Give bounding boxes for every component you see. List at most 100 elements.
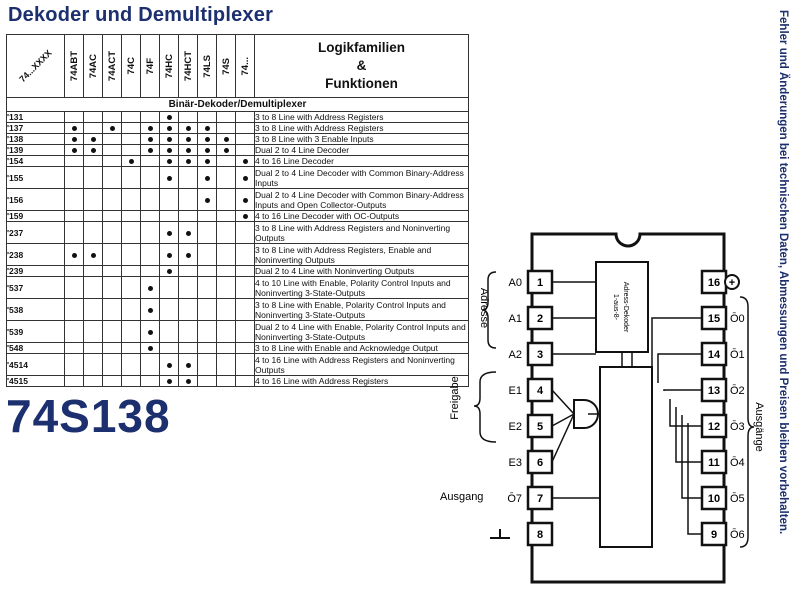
availability-dot <box>147 137 153 142</box>
type-code: '4514 <box>6 353 65 376</box>
availability-cell <box>216 166 236 189</box>
availability-cell <box>102 133 122 145</box>
availability-dot <box>147 285 153 291</box>
availability-cell <box>235 188 255 211</box>
availability-dot <box>166 252 172 258</box>
decoder-block <box>595 261 649 353</box>
family-label: 74ACT <box>106 50 118 82</box>
family-header: 74HCT <box>178 34 198 98</box>
pin-number: 8 <box>537 529 543 541</box>
pin-label: E3 <box>509 457 522 469</box>
availability-cell <box>140 298 160 321</box>
availability-cell <box>121 188 141 211</box>
type-code: '131 <box>6 111 65 123</box>
availability-cell <box>140 243 160 266</box>
availability-dot <box>185 362 191 368</box>
pin-label: A1 <box>509 313 522 325</box>
availability-cell <box>102 320 122 343</box>
pin-number: 1 <box>537 277 543 289</box>
availability-cell <box>216 298 236 321</box>
availability-cell <box>64 353 84 376</box>
availability-cell <box>159 353 179 376</box>
availability-cell <box>64 122 84 134</box>
availability-dot <box>71 126 77 131</box>
availability-cell <box>235 111 255 123</box>
availability-cell <box>197 320 217 343</box>
pin-box <box>526 521 554 547</box>
availability-dot <box>147 126 153 131</box>
availability-dot <box>204 148 210 153</box>
availability-dot <box>166 269 172 274</box>
availability-cell <box>235 155 255 167</box>
availability-cell <box>197 342 217 354</box>
availability-cell <box>83 353 103 376</box>
pin-number: 10 <box>708 493 720 505</box>
availability-dot <box>185 126 191 131</box>
availability-cell <box>102 342 122 354</box>
availability-dot <box>166 362 172 368</box>
availability-dot <box>185 159 191 164</box>
availability-cell <box>64 210 84 222</box>
availability-cell <box>178 166 198 189</box>
availability-cell <box>197 265 217 277</box>
function-description: Dual 2 to 4 Line Decoder with Common Bin… <box>254 166 469 189</box>
availability-cell <box>178 320 198 343</box>
type-code: '155 <box>6 166 65 189</box>
availability-dot <box>109 126 115 131</box>
pin-label: Ō4 <box>730 457 745 469</box>
availability-cell <box>64 144 84 156</box>
availability-cell <box>64 111 84 123</box>
availability-dot <box>223 137 229 142</box>
availability-cell <box>83 276 103 299</box>
availability-dot <box>204 159 210 164</box>
availability-cell <box>140 320 160 343</box>
availability-cell <box>235 221 255 244</box>
availability-cell <box>140 353 160 376</box>
availability-cell <box>121 320 141 343</box>
function-description: 4 to 16 Line with Address Registers and … <box>254 353 469 376</box>
family-label: 74AC <box>87 53 99 79</box>
availability-cell <box>159 210 179 222</box>
corner-label: 74...XXXX <box>17 47 54 85</box>
availability-cell <box>83 122 103 134</box>
pin-number: 16 <box>708 277 720 289</box>
availability-cell <box>159 375 179 387</box>
availability-cell <box>216 210 236 222</box>
availability-cell <box>235 298 255 321</box>
functions-header-line: Funktionen <box>325 76 398 91</box>
availability-cell <box>140 111 160 123</box>
pin-label: Ō6 <box>730 529 745 541</box>
availability-cell <box>140 133 160 145</box>
availability-dot <box>166 175 172 181</box>
availability-dot <box>166 137 172 142</box>
availability-cell <box>235 276 255 299</box>
availability-dot <box>204 126 210 131</box>
availability-cell <box>197 298 217 321</box>
availability-cell <box>102 298 122 321</box>
pin-number: 4 <box>537 385 544 397</box>
availability-cell <box>102 210 122 222</box>
type-code: '137 <box>6 122 65 134</box>
availability-cell <box>235 122 255 134</box>
type-code: '537 <box>6 276 65 299</box>
availability-cell <box>197 353 217 376</box>
availability-cell <box>178 298 198 321</box>
availability-dot <box>90 137 96 142</box>
availability-cell <box>140 166 160 189</box>
enable-gate <box>573 399 599 429</box>
availability-cell <box>83 188 103 211</box>
availability-cell <box>197 276 217 299</box>
pin-label: E2 <box>509 421 522 433</box>
availability-cell <box>121 221 141 244</box>
output-block <box>599 366 653 548</box>
availability-cell <box>159 155 179 167</box>
type-code: '538 <box>6 298 65 321</box>
disclaimer-note: Fehler und Änderungen bei technischen Da… <box>777 10 789 535</box>
availability-dot <box>242 197 248 203</box>
availability-cell <box>102 243 122 266</box>
vcc-symbol <box>724 274 740 290</box>
